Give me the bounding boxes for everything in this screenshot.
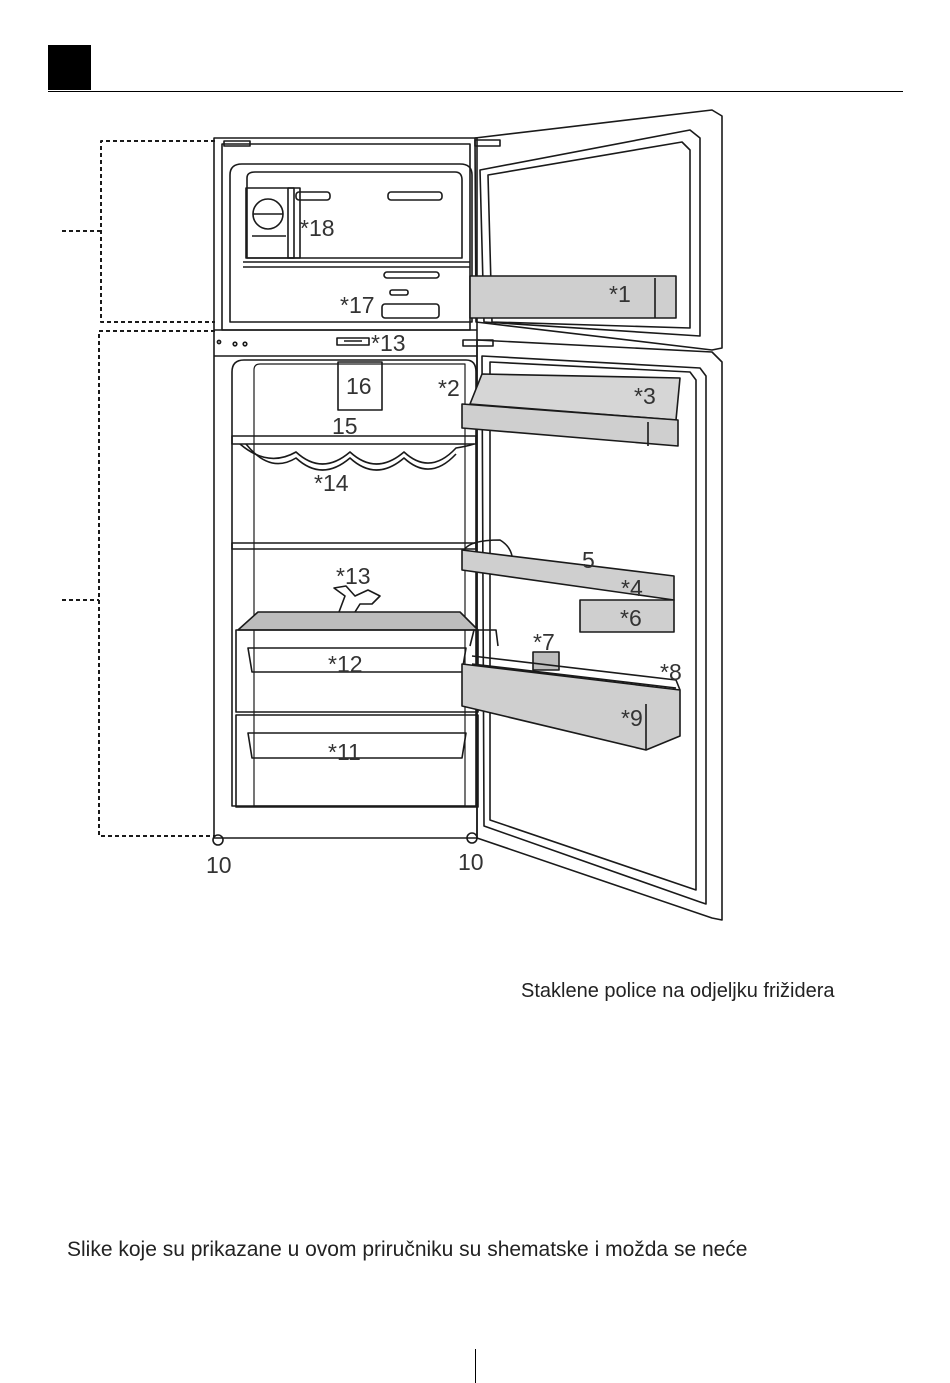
- label-17: *17: [340, 292, 375, 318]
- label-5: 5: [582, 547, 595, 573]
- label-2: *2: [438, 375, 460, 401]
- label-15: 15: [332, 413, 358, 439]
- label-7: *7: [533, 629, 555, 655]
- label-8: *8: [660, 659, 682, 685]
- label-18: *18: [300, 215, 335, 241]
- freezer-door: [470, 110, 722, 350]
- page-rule: [475, 1349, 476, 1383]
- caption: Staklene police na odjeljku frižidera: [521, 980, 835, 1003]
- label-11: *11: [328, 739, 361, 765]
- label-1: *1: [609, 281, 631, 307]
- label-10-left: 10: [206, 852, 232, 878]
- label-16: 16: [346, 373, 372, 399]
- label-6: *6: [620, 605, 642, 631]
- label-13-top: *13: [371, 330, 406, 356]
- label-10-right: 10: [458, 849, 484, 875]
- note-text: Slike koje su prikazane u ovom priručnik…: [67, 1238, 748, 1262]
- label-9: *9: [621, 705, 643, 731]
- label-13-egg: *13: [336, 563, 371, 589]
- label-14: *14: [314, 470, 349, 496]
- label-12: *12: [328, 651, 363, 677]
- label-4: *4: [621, 575, 643, 601]
- label-3: *3: [634, 383, 656, 409]
- freezer-bracket: [62, 141, 215, 322]
- fridge-bracket: [62, 331, 215, 836]
- fridge-door: [462, 340, 722, 920]
